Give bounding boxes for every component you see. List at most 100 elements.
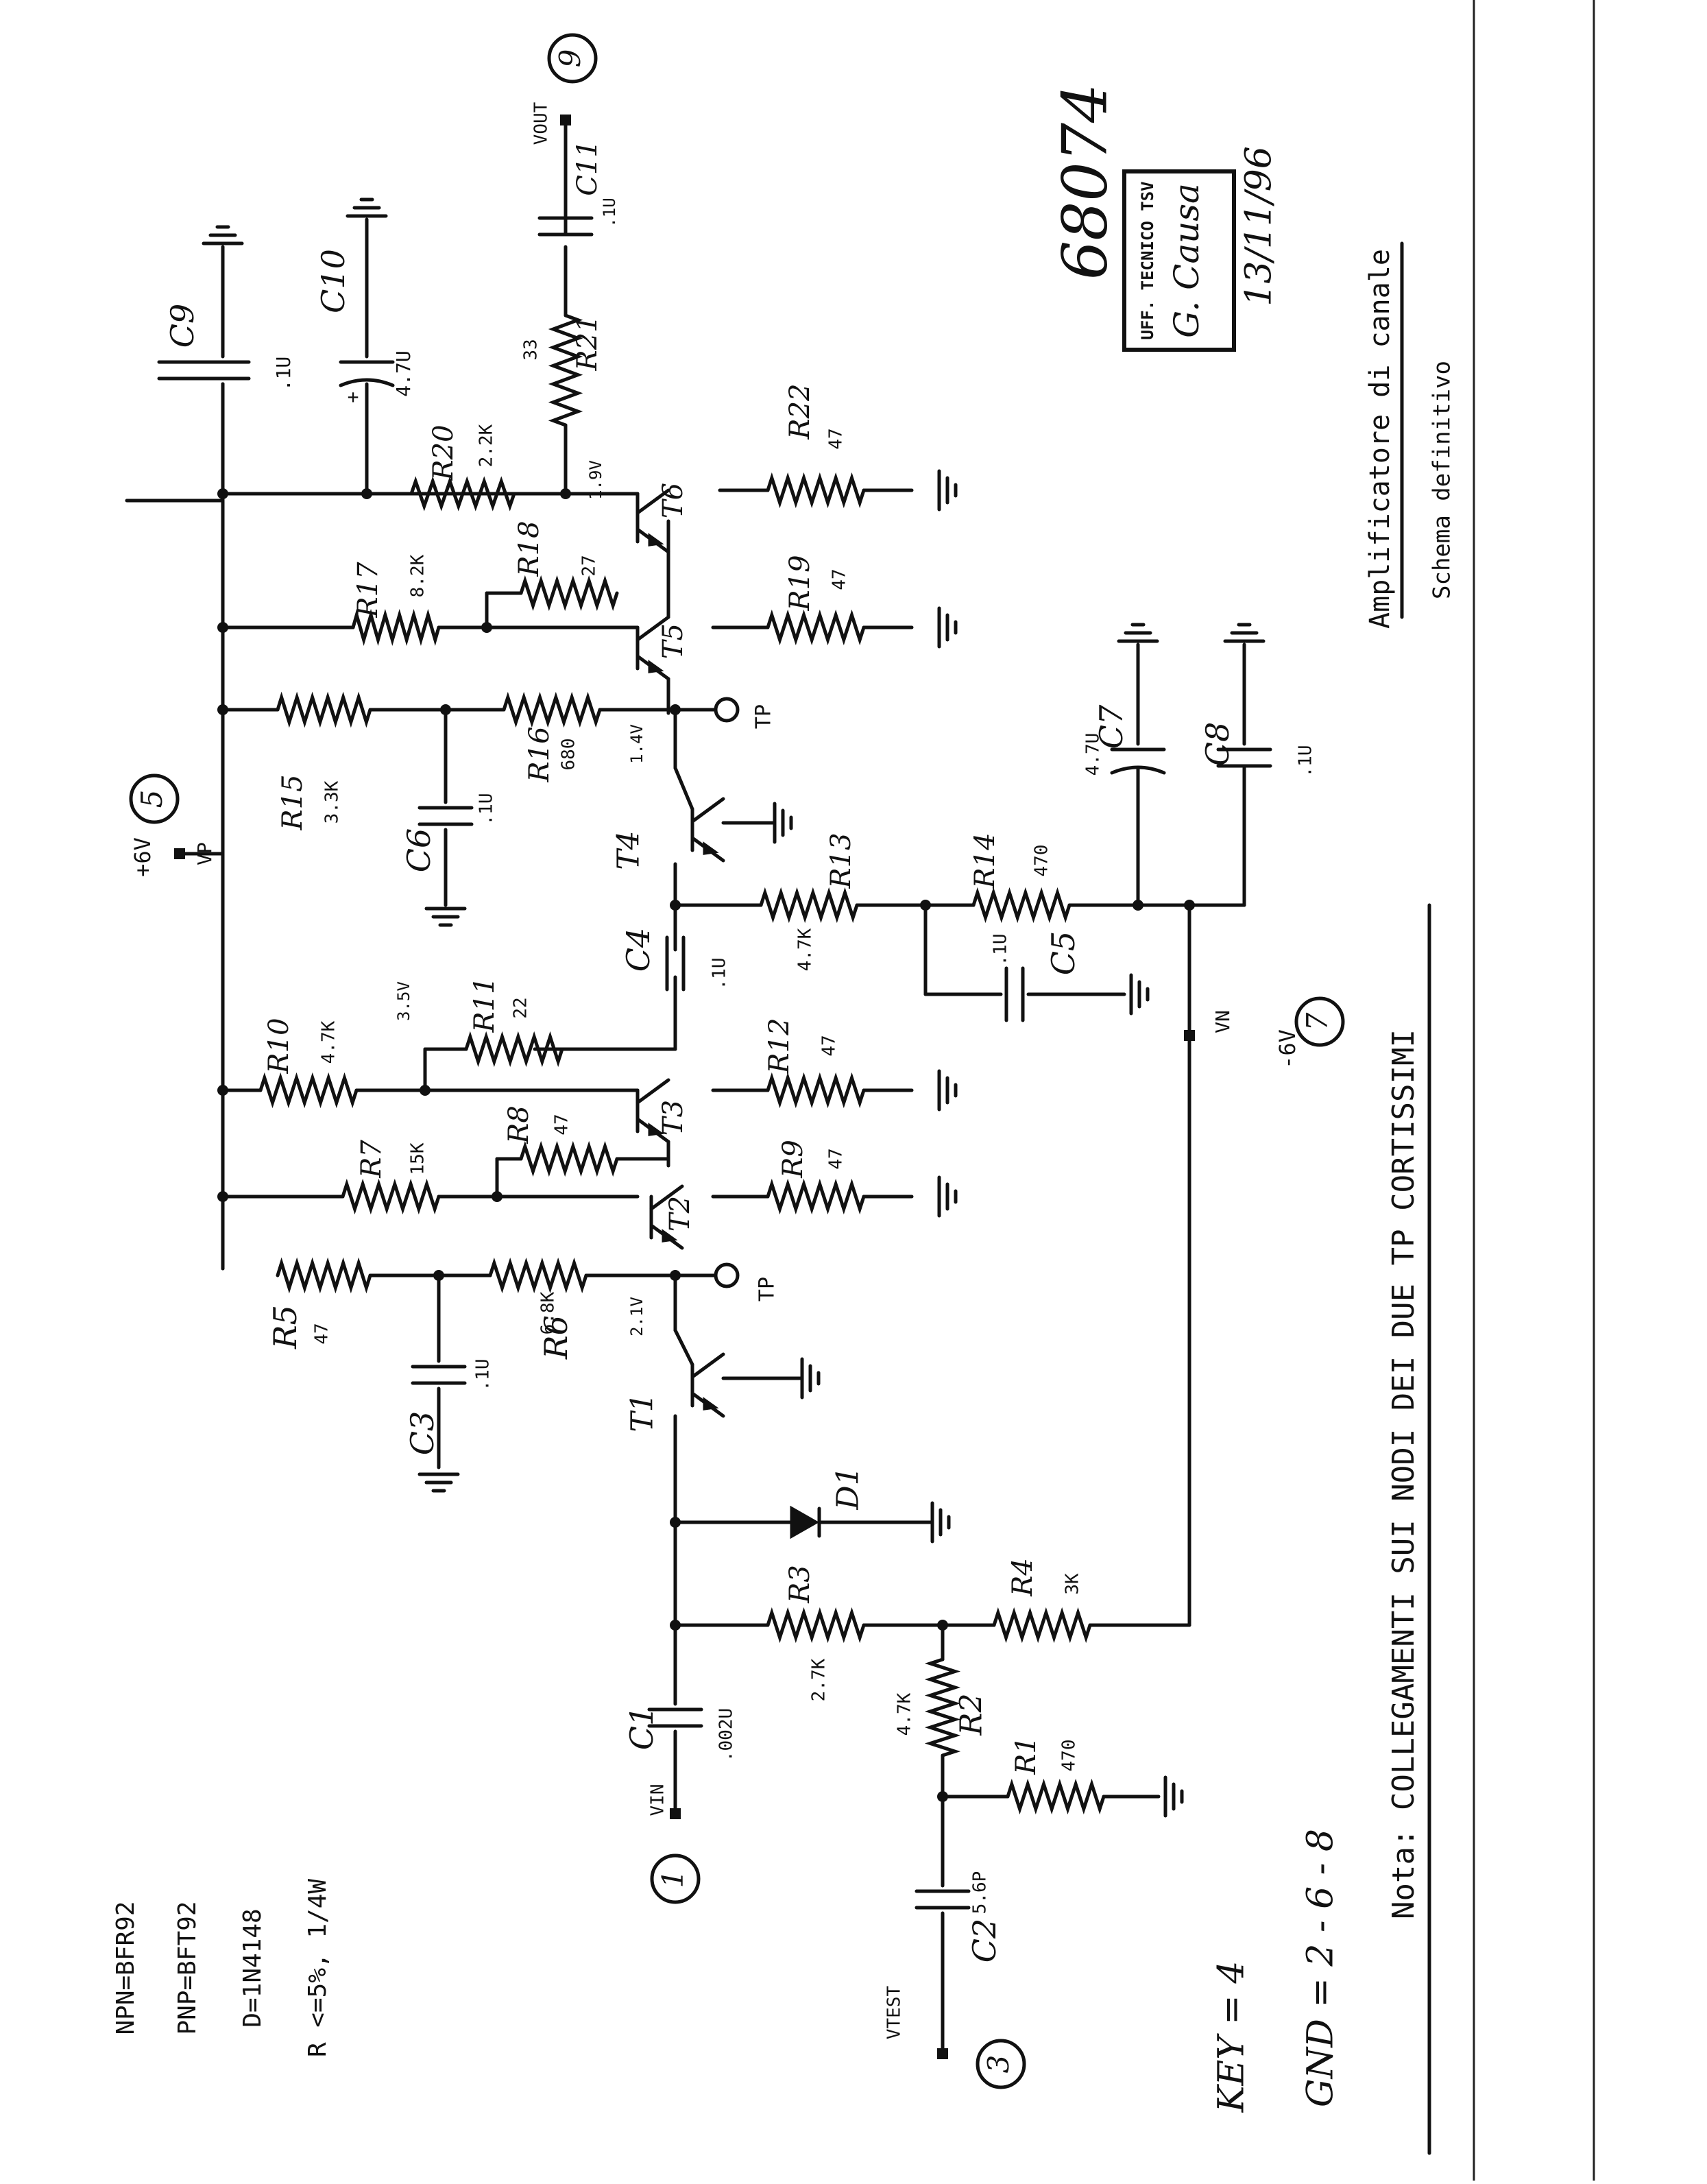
pin-1-number: 1 [656, 1870, 690, 1888]
pin-5-number: 5 [135, 790, 169, 808]
r5-ref: R5 [267, 1305, 304, 1349]
doc-number: 68074 [1049, 84, 1121, 280]
transistor-t4 [690, 797, 725, 863]
resistor-r2 [924, 1657, 961, 1757]
legend-line-3: D=1N4148 [239, 1908, 267, 2027]
c6-value: .1U [476, 793, 497, 826]
r20-ref: R20 [428, 424, 459, 481]
r17-ref: R17 [352, 562, 384, 619]
r17-value: 8.2K [408, 554, 428, 597]
junction-dot [217, 488, 228, 499]
c5-ref: C5 [1045, 931, 1082, 975]
pin-9-number: 9 [553, 49, 587, 68]
r6-value: 6.8K [538, 1291, 559, 1334]
r10-value: 4.7K [319, 1020, 339, 1064]
pin-7-number: 7 [1300, 1012, 1334, 1031]
r11-value: 22 [511, 997, 531, 1018]
legend-line-4: R <=5%, 1/4W [304, 1879, 332, 2057]
c11-ref: C11 [572, 140, 603, 196]
pin-3-number: 3 [982, 2055, 1015, 2074]
c8-ref: C8 [1199, 722, 1236, 766]
r7-ref: R7 [356, 1140, 387, 1179]
tp-label-upper: TP [752, 704, 776, 729]
r13-value: 4.7K [795, 928, 816, 971]
resistor-r16 [502, 691, 602, 728]
vin-terminal [670, 1808, 681, 1819]
pin-3 [976, 2039, 1026, 2089]
resistor-r5 [276, 1257, 372, 1294]
t2-ref: T2 [664, 1196, 696, 1232]
resistor-r19 [766, 609, 866, 646]
r22-ref: R22 [784, 383, 816, 440]
capacitor-c3 [411, 1365, 467, 1385]
c11-value: .1U [600, 197, 619, 227]
transistor-t3 [635, 1078, 670, 1144]
ground-icon-c10 [346, 197, 388, 218]
resistor-r15 [276, 691, 372, 728]
capacitor-c7 [1110, 747, 1166, 775]
r21-ref: R21 [572, 315, 603, 371]
c4-ref: C4 [620, 928, 657, 972]
note-line: Nota: COLLEGAMENTI SUI NODI DEI DUE TP C… [1386, 1029, 1421, 1919]
transistor-t5 [635, 615, 670, 681]
transistor-t1 [690, 1352, 725, 1418]
resistor-r14 [971, 887, 1072, 924]
t4-voltage: 1.4V [627, 724, 646, 764]
ground-icon-d1 [930, 1501, 951, 1544]
ground-icon-r12 [937, 1069, 958, 1112]
c3-value: .1U [473, 1359, 494, 1391]
t1-voltage: 2.1V [627, 1297, 646, 1336]
r4-value: 3K [1063, 1573, 1083, 1595]
t4-ref: T4 [612, 830, 646, 869]
resistor-r4 [992, 1607, 1092, 1644]
junction-dot [217, 704, 228, 715]
r2-ref: R2 [954, 1693, 989, 1736]
ground-icon-c6 [424, 907, 467, 927]
stamp-date: 13/11/96 [1239, 146, 1280, 307]
vn-terminal [1184, 1030, 1195, 1041]
resistor-r11 [464, 1031, 564, 1068]
title: Amplificatore di canale [1364, 249, 1396, 629]
r22-value: 47 [826, 428, 847, 449]
r16-ref: R16 [524, 726, 555, 782]
ground-icon-c8 [1223, 623, 1266, 643]
c4-value: .1U [710, 958, 730, 990]
subtitle: Schema definitivo [1429, 361, 1456, 599]
r9-value: 47 [826, 1148, 847, 1169]
capacitor-c2 [915, 1889, 971, 1910]
legend-line-2: PNP=BFT92 [173, 1901, 202, 2035]
c7-value: 4.7U [1083, 733, 1104, 776]
vp-label: VP [193, 842, 216, 865]
r6-ref: R6 [537, 1315, 574, 1360]
r18-value: 27 [579, 555, 600, 576]
resistor-r1 [1006, 1778, 1106, 1815]
key-line: KEY = 4 [1211, 1961, 1252, 2113]
junction-dot [217, 1085, 228, 1096]
resistor-r6 [488, 1257, 588, 1294]
c9-ref: C9 [164, 304, 201, 348]
resistor-r22 [766, 472, 866, 509]
r11-ref: R11 [469, 976, 500, 1033]
c7-ref: C7 [1093, 704, 1130, 749]
stamp-signature: G. Causa [1167, 183, 1207, 338]
test-point-icon [714, 1262, 740, 1288]
wire [673, 766, 694, 811]
c5-value: .1U [991, 934, 1011, 966]
vout-terminal [560, 115, 571, 125]
resistor-r21 [548, 313, 583, 427]
tp-label-lower: TP [755, 1277, 779, 1301]
r12-value: 47 [819, 1035, 840, 1056]
pin-1 [650, 1853, 701, 1904]
c9-value: .1U [272, 357, 295, 392]
r19-value: 47 [830, 568, 850, 590]
c1-value: .002U [716, 1708, 737, 1762]
r14-ref: R14 [969, 832, 1001, 889]
resistor-r7 [341, 1178, 441, 1215]
capacitor-c4 [665, 935, 686, 992]
pin-9 [547, 33, 598, 84]
ground-icon-c5 [1129, 973, 1150, 1016]
c1-ref: C1 [623, 1706, 660, 1750]
resistor-r18 [519, 575, 619, 612]
ground-icon-t1 [800, 1357, 821, 1400]
